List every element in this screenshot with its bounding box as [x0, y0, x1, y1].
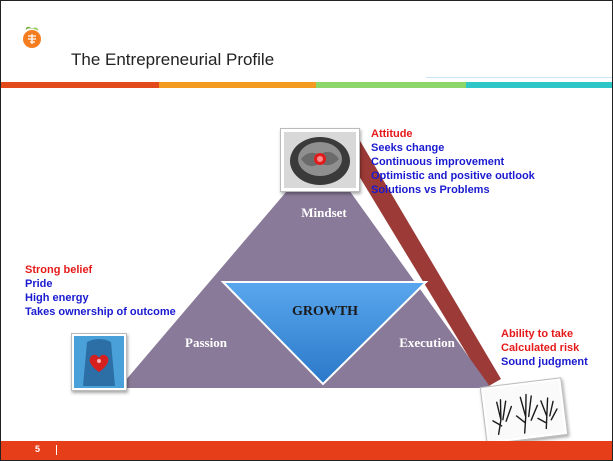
trait-item: Ability to take: [501, 328, 574, 340]
trait-item: Optimistic and positive outlook: [371, 170, 535, 182]
trait-item: Sound judgment: [501, 356, 588, 368]
peach-logo-icon: [23, 26, 41, 48]
trait-item: Continuous improvement: [371, 156, 505, 168]
trait-item: Strong belief: [25, 264, 93, 276]
hands-photo: [479, 377, 569, 445]
brain-photo-icon: [284, 132, 356, 188]
growth-inner-triangle: [220, 281, 429, 386]
passion-label: Passion: [185, 335, 228, 350]
execution-band: [339, 129, 501, 387]
growth-label: GROWTH: [292, 304, 358, 319]
trait-item: Calculated risk: [501, 342, 580, 354]
trait-item: Takes ownership of outcome: [25, 306, 176, 318]
growth-diagram: GROWTH Mindset Passion Execution: [119, 129, 501, 388]
color-band-orange-red: [1, 82, 159, 88]
trait-item: Solutions vs Problems: [371, 184, 490, 196]
execution-label: Execution: [399, 335, 455, 350]
heart-body-photo-icon: [74, 336, 124, 388]
trait-item: Seeks change: [371, 142, 445, 154]
trait-item: Pride: [25, 278, 53, 290]
page-number: 5: [35, 444, 41, 454]
footer-bar: [1, 441, 612, 460]
color-band-orange: [159, 82, 316, 88]
heart-photo: [71, 333, 127, 391]
color-band-teal: [466, 82, 612, 88]
trait-item: High energy: [25, 292, 89, 304]
brain-photo: [280, 128, 360, 192]
title-rule: [426, 77, 612, 78]
trait-item: Attitude: [371, 128, 413, 140]
page-title: The Entrepreneurial Profile: [71, 50, 275, 69]
hands-sketch-icon: [483, 380, 565, 442]
mindset-label: Mindset: [301, 205, 347, 220]
main-triangle: [119, 151, 491, 388]
color-band-green: [316, 82, 466, 88]
page-number-divider: [56, 445, 57, 455]
